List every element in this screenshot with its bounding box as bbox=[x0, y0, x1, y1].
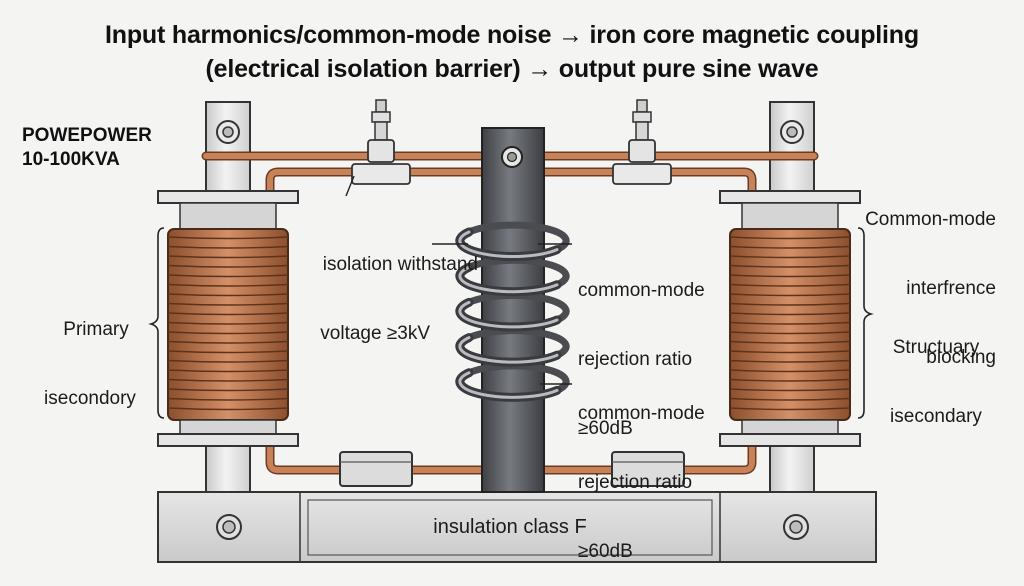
coil-turn bbox=[729, 245, 851, 249]
cm-blocking-label: Common-mode interfrence blocking bbox=[846, 162, 996, 392]
bracket-primary bbox=[148, 227, 165, 419]
title-line-2: (electrical isolation barrier) → output … bbox=[205, 55, 819, 83]
coil-turn bbox=[729, 312, 851, 316]
core-spiral-winding bbox=[455, 221, 570, 402]
primary-label-line1: Primary bbox=[63, 319, 129, 340]
cmrr-bottom-line1: common-mode bbox=[578, 403, 705, 424]
coil-turn bbox=[167, 331, 289, 335]
primary-label: Primary isecondory bbox=[44, 272, 140, 433]
cm-blocking-line3: blocking bbox=[926, 347, 996, 368]
coil-turn bbox=[167, 293, 289, 297]
coil-turn bbox=[167, 407, 289, 411]
coil-turn bbox=[167, 340, 289, 344]
bracket-structural bbox=[857, 227, 874, 419]
coil-turn bbox=[167, 388, 289, 392]
coil-turn bbox=[729, 378, 851, 382]
terminal-right bbox=[612, 99, 672, 185]
coil-turn bbox=[729, 397, 851, 401]
coil-turn bbox=[729, 369, 851, 373]
cmrr-top-line2: rejection ratio bbox=[578, 349, 693, 370]
coil-turn bbox=[729, 264, 851, 268]
coil-turn bbox=[167, 283, 289, 287]
coil-turn bbox=[729, 255, 851, 259]
left-coil bbox=[157, 190, 299, 447]
coil-turn bbox=[167, 255, 289, 259]
isolation-label: isolation withstand voltage ≥3kV bbox=[302, 207, 478, 368]
base-frame bbox=[157, 491, 877, 563]
cmrr-top-line3: ≥60dB bbox=[578, 418, 633, 439]
coil-turn bbox=[729, 302, 851, 306]
right-coil bbox=[719, 190, 861, 447]
isolation-label-line2: voltage ≥3kV bbox=[320, 323, 430, 344]
cmrr-bottom-line3: ≥60dB bbox=[578, 541, 633, 562]
coil-turn bbox=[167, 378, 289, 382]
coil-turn bbox=[167, 321, 289, 325]
primary-label-line2: isecondory bbox=[44, 388, 136, 409]
coil-turn bbox=[729, 274, 851, 278]
coil-turn bbox=[729, 321, 851, 325]
iron-core bbox=[481, 127, 545, 493]
coil-turn bbox=[167, 359, 289, 363]
coil-turn bbox=[729, 388, 851, 392]
coil-turn bbox=[729, 340, 851, 344]
structural-label-line1: Structuary bbox=[892, 337, 980, 358]
coil-turn bbox=[729, 236, 851, 240]
coil-turn bbox=[729, 359, 851, 363]
structural-label-line2: isecondary bbox=[890, 406, 982, 427]
coil-turn bbox=[167, 236, 289, 240]
base-label: insulation class F bbox=[433, 516, 587, 538]
cmrr-bottom-label: common-mode rejection ratio ≥60dB bbox=[578, 356, 705, 586]
coil-turn bbox=[167, 302, 289, 306]
coil-turn bbox=[167, 264, 289, 268]
structural-label: Structuary isecondary bbox=[880, 290, 992, 451]
coil-turn bbox=[729, 331, 851, 335]
brand-rating: 10-100KVA bbox=[22, 149, 120, 170]
coil-turn bbox=[167, 397, 289, 401]
brand-name: POWEPOWER bbox=[22, 125, 152, 146]
cm-blocking-line2: interfrence bbox=[906, 278, 996, 299]
isolation-label-line1: isolation withstand bbox=[322, 254, 478, 275]
cmrr-top-label: common-mode rejection ratio ≥60dB bbox=[578, 233, 705, 463]
coil-turn bbox=[167, 312, 289, 316]
bottom-clamps bbox=[339, 451, 685, 487]
coil-turn bbox=[729, 293, 851, 297]
coil-turn bbox=[167, 245, 289, 249]
transformer-illustration bbox=[148, 99, 877, 563]
title-line-1: Input harmonics/common-mode noise → iron… bbox=[105, 21, 919, 49]
coil-turn bbox=[167, 369, 289, 373]
cm-blocking-line1: Common-mode bbox=[865, 209, 996, 230]
coil-turn bbox=[167, 274, 289, 278]
cmrr-bottom-line2: rejection ratio bbox=[578, 472, 693, 493]
coil-turn bbox=[167, 350, 289, 354]
coil-turn bbox=[729, 350, 851, 354]
brand-block: POWEPOWER 10-100KVA bbox=[22, 124, 152, 172]
terminal-left bbox=[351, 99, 411, 185]
coil-turn bbox=[729, 283, 851, 287]
leader-lines bbox=[345, 175, 572, 385]
cmrr-top-line1: common-mode bbox=[578, 280, 705, 301]
coil-turn bbox=[729, 407, 851, 411]
